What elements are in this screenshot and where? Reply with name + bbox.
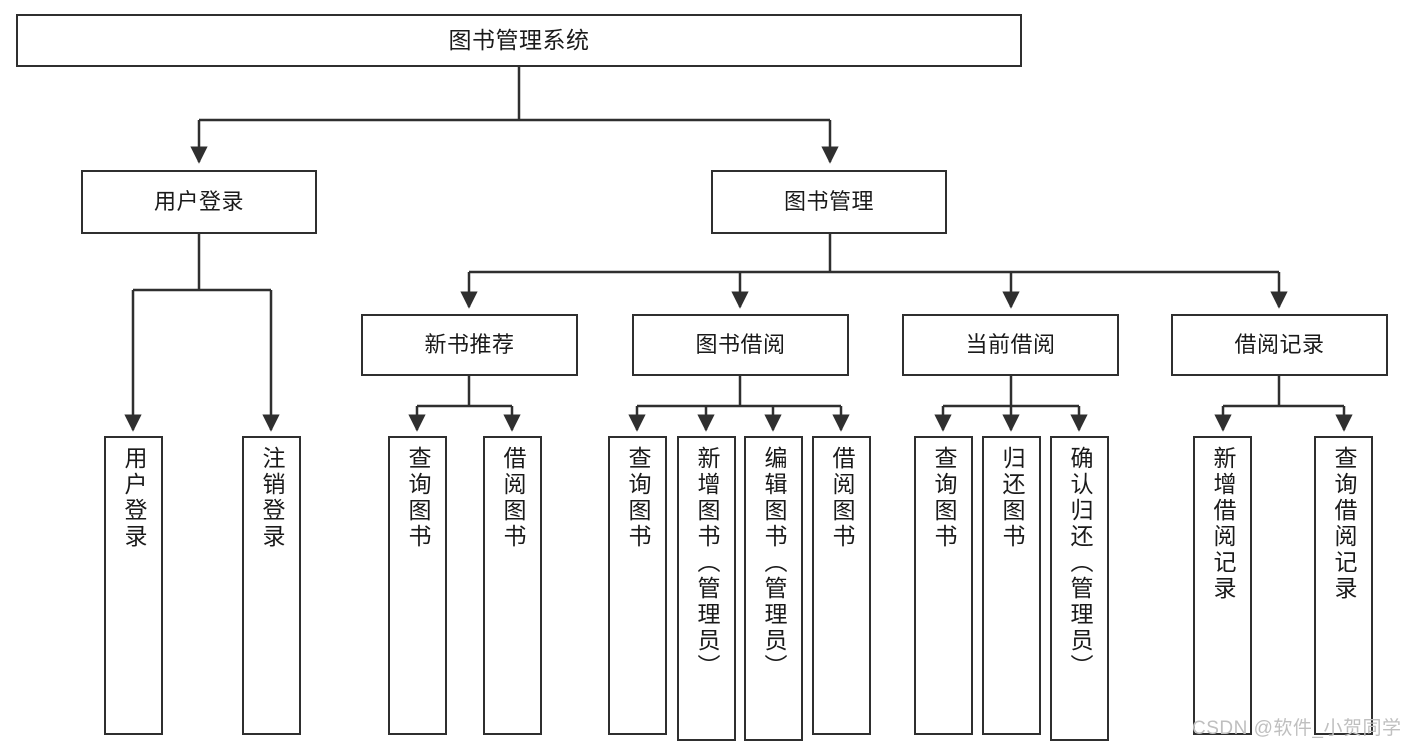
node-label: 借阅记录 xyxy=(1234,331,1325,357)
node-label: 新增图书（管理员） xyxy=(694,446,720,680)
node-label: 确认归还（管理员） xyxy=(1067,446,1093,680)
node-book-management[interactable]: 图书管理 xyxy=(711,170,947,234)
node-leaf-borrow-book-2[interactable]: 借阅图书 xyxy=(812,436,871,735)
node-label: 查询图书 xyxy=(625,446,651,550)
node-leaf-add-book-admin[interactable]: 新增图书（管理员） xyxy=(677,436,736,741)
node-new-book-recommend[interactable]: 新书推荐 xyxy=(361,314,578,376)
node-label: 新书推荐 xyxy=(424,331,515,357)
node-label: 查询图书 xyxy=(931,446,957,550)
node-leaf-edit-book-admin[interactable]: 编辑图书（管理员） xyxy=(744,436,803,741)
node-leaf-user-login[interactable]: 用户登录 xyxy=(104,436,163,735)
node-label: 当前借阅 xyxy=(965,331,1056,357)
node-user-login[interactable]: 用户登录 xyxy=(81,170,317,234)
node-label: 新增借阅记录 xyxy=(1210,446,1236,602)
node-leaf-query-book-1[interactable]: 查询图书 xyxy=(388,436,447,735)
node-root-system[interactable]: 图书管理系统 xyxy=(16,14,1022,67)
node-leaf-confirm-return-admin[interactable]: 确认归还（管理员） xyxy=(1050,436,1109,741)
node-label: 图书借阅 xyxy=(695,331,786,357)
node-label: 归还图书 xyxy=(999,446,1025,550)
node-current-borrow[interactable]: 当前借阅 xyxy=(902,314,1119,376)
node-label: 借阅图书 xyxy=(500,446,526,550)
node-label: 编辑图书（管理员） xyxy=(761,446,787,680)
node-leaf-return-book[interactable]: 归还图书 xyxy=(982,436,1041,735)
node-book-borrow[interactable]: 图书借阅 xyxy=(632,314,849,376)
node-leaf-add-borrow-record[interactable]: 新增借阅记录 xyxy=(1193,436,1252,735)
node-leaf-logout-login[interactable]: 注销登录 xyxy=(242,436,301,735)
node-label: 图书管理 xyxy=(783,188,874,214)
node-leaf-query-book-3[interactable]: 查询图书 xyxy=(914,436,973,735)
node-borrow-record[interactable]: 借阅记录 xyxy=(1171,314,1388,376)
node-label: 注销登录 xyxy=(259,446,285,550)
node-label: 查询借阅记录 xyxy=(1331,446,1357,602)
node-leaf-borrow-book-1[interactable]: 借阅图书 xyxy=(483,436,542,735)
node-label: 查询图书 xyxy=(405,446,431,550)
node-leaf-query-book-2[interactable]: 查询图书 xyxy=(608,436,667,735)
node-label: 用户登录 xyxy=(153,188,244,214)
node-leaf-query-borrow-record[interactable]: 查询借阅记录 xyxy=(1314,436,1373,735)
node-label: 图书管理系统 xyxy=(448,27,590,54)
node-label: 借阅图书 xyxy=(829,446,855,550)
node-label: 用户登录 xyxy=(121,446,147,550)
